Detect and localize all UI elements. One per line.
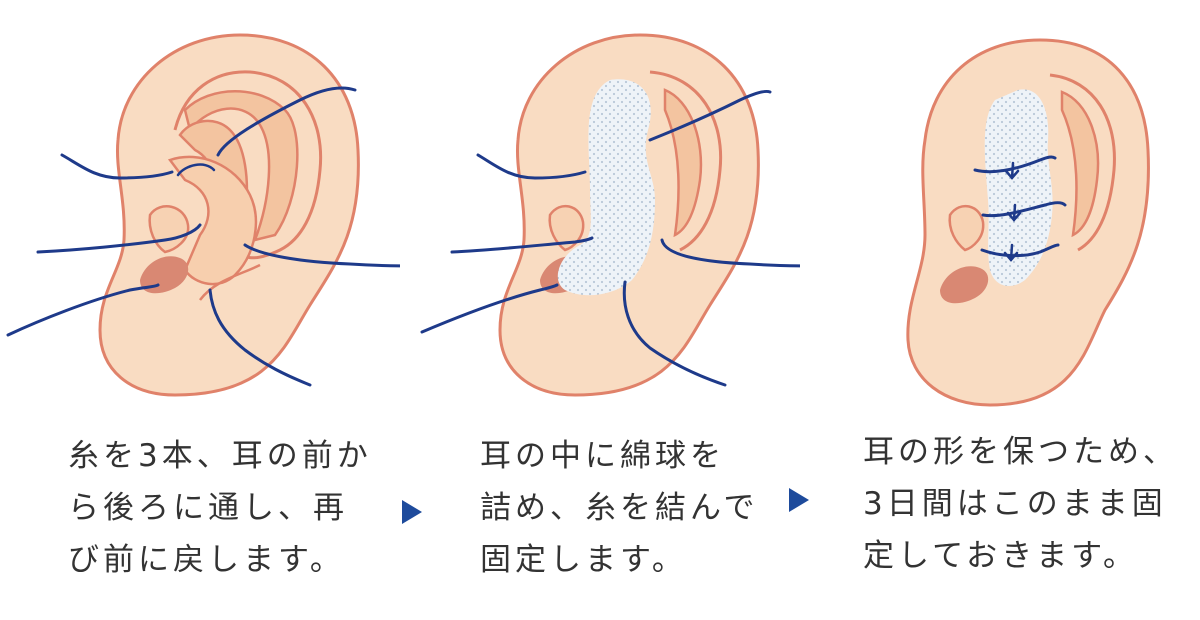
caption-line: 定しておきます。: [863, 538, 1139, 574]
caption-line: び前に戻します。: [68, 542, 345, 578]
caption-line: 糸を3本、耳の前か: [68, 438, 372, 474]
ear-illustration-threads: [6, 33, 400, 397]
caption-line: 耳の形を保つため、: [863, 434, 1178, 470]
step-2-caption: 耳の中に綿球を 詰め、糸を結んで 固定します。: [480, 430, 810, 586]
step-3-panel: 耳の形を保つため、 3日間はこのまま固 定しておきます。: [800, 0, 1200, 620]
ear-illustration-tied: [906, 38, 1150, 407]
caption-line: 固定します。: [480, 542, 687, 578]
caption-line: 詰め、糸を結んで: [480, 490, 759, 526]
step-arrow-icon: [789, 488, 809, 512]
caption-line: 3日間はこのまま固: [863, 486, 1167, 522]
caption-line: ら後ろに通し、再: [68, 490, 348, 526]
step-1-caption: 糸を3本、耳の前か ら後ろに通し、再 び前に戻します。: [68, 430, 398, 586]
step-arrow-icon: [402, 500, 422, 524]
step-3-caption: 耳の形を保つため、 3日間はこのまま固 定しておきます。: [863, 426, 1193, 582]
step-2-panel: 耳の中に綿球を 詰め、糸を結んで 固定します。: [400, 0, 800, 620]
caption-line: 耳の中に綿球を: [480, 438, 725, 474]
step-1-panel: 糸を3本、耳の前か ら後ろに通し、再 び前に戻します。: [0, 0, 400, 620]
ear-illustration-cotton-ball: [420, 33, 800, 397]
